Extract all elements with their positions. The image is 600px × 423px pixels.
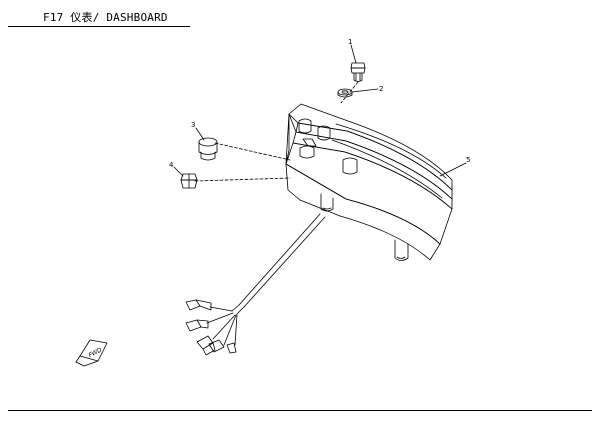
callout-1: 1 <box>348 38 352 46</box>
part-1-bolt <box>350 62 366 82</box>
callout-4: 4 <box>169 161 174 169</box>
page-title: F17 仪表/ DASHBOARD <box>43 11 168 24</box>
fwd-direction-marker: FWD <box>75 339 108 367</box>
part-3-grommet <box>198 137 218 161</box>
footer-rule <box>8 410 592 411</box>
fwd-label: FWD <box>88 346 104 359</box>
callout-leader-5 <box>439 162 467 177</box>
callout-leader-1 <box>350 44 357 64</box>
title-underline <box>8 26 190 27</box>
part-5-dashboard <box>285 103 453 261</box>
callout-leader-2 <box>351 88 379 93</box>
part-4-nut <box>180 173 198 189</box>
wiring-harness <box>185 213 326 356</box>
callout-3: 3 <box>191 121 195 129</box>
callout-5: 5 <box>466 156 470 164</box>
callout-leader-4 <box>173 166 184 177</box>
part-2-washer <box>337 88 353 98</box>
callout-leader-3 <box>195 127 205 141</box>
callout-2: 2 <box>379 85 383 93</box>
assembly-centerlines <box>194 81 359 182</box>
